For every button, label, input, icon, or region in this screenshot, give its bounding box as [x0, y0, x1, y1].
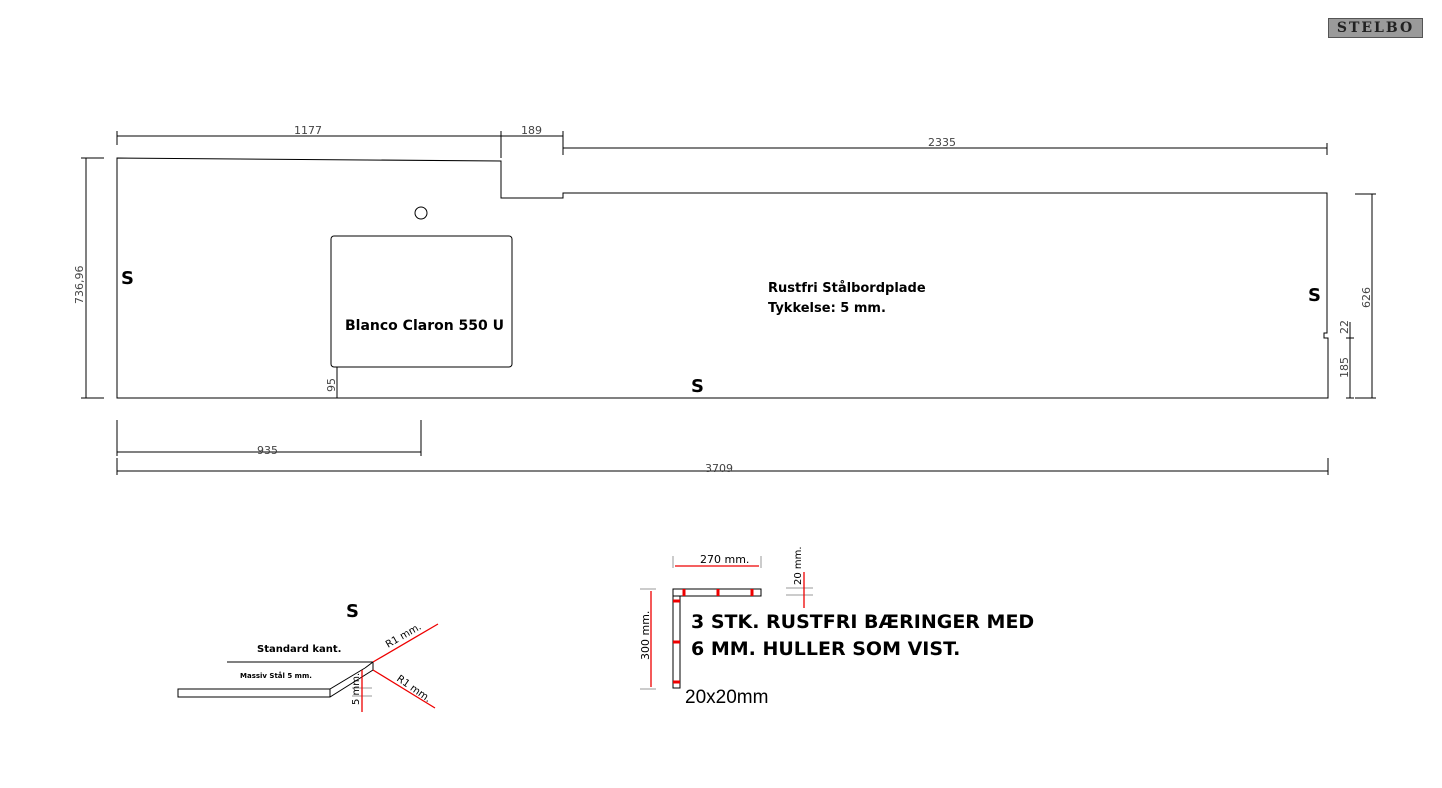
dim-top-right: 2335 [928, 136, 956, 149]
dim-top-step: 189 [521, 124, 542, 137]
dim-total: 3709 [705, 462, 733, 475]
dim-right-depth: 626 [1360, 287, 1373, 308]
tap-hole [414, 206, 428, 220]
stelbo-logo: STELBO [1328, 18, 1423, 38]
edge-mark-left: S [121, 268, 134, 289]
bracket-height: 300 mm. [639, 611, 652, 660]
dim-top-left: 1177 [294, 124, 322, 137]
bracket-width: 270 mm. [700, 553, 749, 566]
sink-cutout [330, 235, 513, 368]
edge-thickness: 5 mm. [351, 673, 362, 705]
thickness-label: Tykkelse: 5 mm. [768, 301, 886, 316]
dim-sink-left: 935 [257, 444, 278, 457]
bracket-line1: 3 STK. RUSTFRI BÆRINGER MED [691, 611, 1034, 633]
dim-notch-bottom: 185 [1338, 357, 1351, 378]
edge-mark-bottom: S [691, 376, 704, 397]
edge-detail-mark: S [346, 601, 359, 622]
bracket-section: 20x20mm [685, 687, 768, 708]
edge-detail-material: Massiv Stål 5 mm. [240, 671, 312, 680]
dim-notch: 22 [1338, 320, 1351, 334]
dim-sink-bottom: 95 [325, 378, 338, 392]
edge-radius-bottom: R1 mm. [394, 673, 432, 704]
countertop-outline [116, 157, 1329, 399]
edge-detail-title: Standard kant. [257, 644, 341, 655]
bracket-detail: 270 mm. 300 mm. 20 mm. 3 STK. RUSTFRI BÆ… [639, 546, 1034, 708]
bracket-profile: 20 mm. [793, 546, 804, 585]
edge-detail: S Standard kant. Massiv Stål 5 mm. R1 mm… [177, 601, 439, 712]
dimension-lines [81, 131, 1376, 475]
material-label: Rustfri Stålbordplade [768, 281, 926, 296]
bracket-line2: 6 MM. HULLER SOM VIST. [691, 638, 960, 660]
dim-left-depth: 736,96 [73, 266, 86, 305]
sink-label: Blanco Claron 550 U [345, 318, 504, 334]
edge-mark-right: S [1308, 285, 1321, 306]
